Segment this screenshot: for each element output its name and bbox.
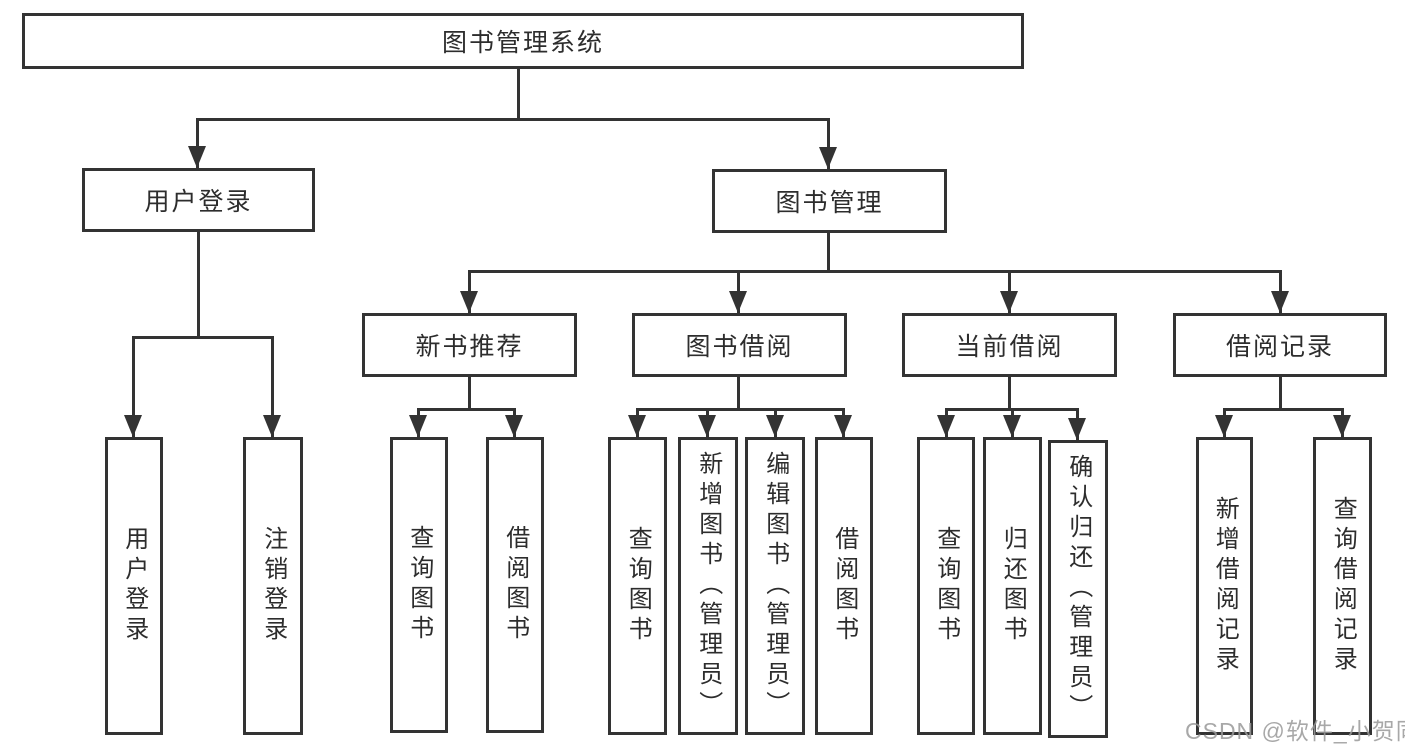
leaf-return-books-label: 归还图书 [999, 526, 1027, 646]
arrow-down-icon [1333, 415, 1351, 437]
leaf-user-login: 用户登录 [105, 437, 163, 735]
leaf-query-books-1: 查询图书 [390, 437, 448, 733]
leaf-borrow-books-2: 借阅图书 [815, 437, 873, 735]
leaf-add-books-admin: 新增图书（管理员） [678, 437, 738, 735]
arrow-down-icon [1271, 291, 1289, 313]
connector-group4-stem [1279, 377, 1282, 411]
arrow-down-icon [766, 415, 784, 437]
arrow-down-icon [1068, 418, 1086, 440]
node-book-borrowing-label: 图书借阅 [685, 333, 794, 361]
arrow-down-icon [409, 415, 427, 437]
connector-group1-stem [468, 377, 471, 411]
connector-rail-group1 [417, 408, 516, 411]
connector-group2-stem [737, 377, 740, 411]
leaf-confirm-return-admin: 确认归还（管理员） [1048, 440, 1108, 738]
leaf-query-books-2-label: 查询图书 [624, 526, 652, 646]
leaf-logout: 注销登录 [243, 437, 303, 735]
arrow-down-icon [263, 415, 281, 437]
connector-user-login-stem [197, 232, 200, 339]
node-current-borrowing-label: 当前借阅 [955, 333, 1064, 361]
leaf-add-books-admin-label: 新增图书（管理员） [694, 451, 722, 721]
node-user-login-label: 用户登录 [144, 188, 253, 216]
arrow-down-icon [729, 291, 747, 313]
leaf-logout-label: 注销登录 [259, 526, 287, 646]
csdn-watermark: CSDN @软件_小贺同学 [1185, 718, 1405, 744]
leaf-query-borrow-record: 查询借阅记录 [1313, 437, 1372, 735]
node-root-label: 图书管理系统 [441, 29, 604, 57]
leaf-confirm-return-admin-label: 确认归还（管理员） [1064, 454, 1092, 724]
node-borrowing-records-label: 借阅记录 [1225, 333, 1334, 361]
arrow-down-icon [505, 415, 523, 437]
arrow-down-icon [834, 415, 852, 437]
connector-drop-leaf [271, 336, 274, 437]
arrow-down-icon [1003, 415, 1021, 437]
node-new-book-recommend: 新书推荐 [362, 313, 577, 377]
connector-book-management-stem [827, 233, 830, 273]
leaf-borrow-books-1: 借阅图书 [486, 437, 544, 733]
arrow-down-icon [819, 147, 837, 169]
connector-root-stem [517, 68, 520, 120]
node-root-system: 图书管理系统 [22, 13, 1024, 69]
node-book-management-label: 图书管理 [775, 189, 884, 217]
arrow-down-icon [628, 415, 646, 437]
connector-rail-group2 [636, 408, 844, 411]
node-book-management: 图书管理 [712, 169, 947, 233]
node-book-borrowing: 图书借阅 [632, 313, 847, 377]
leaf-query-books-1-label: 查询图书 [405, 525, 433, 645]
leaf-edit-books-admin-label: 编辑图书（管理员） [761, 451, 789, 721]
leaf-borrow-books-2-label: 借阅图书 [830, 526, 858, 646]
connector-rail-level3 [468, 270, 1281, 273]
leaf-borrow-books-1-label: 借阅图书 [501, 525, 529, 645]
node-new-book-recommend-label: 新书推荐 [415, 333, 524, 361]
connector-rail-user-login [132, 336, 274, 339]
leaf-user-login-label: 用户登录 [120, 526, 148, 646]
leaf-query-books-2: 查询图书 [608, 437, 667, 735]
connector-drop-user-login [196, 118, 199, 168]
leaf-add-borrow-record-label: 新增借阅记录 [1211, 496, 1239, 676]
arrow-down-icon [698, 415, 716, 437]
leaf-edit-books-admin: 编辑图书（管理员） [745, 437, 805, 735]
node-borrowing-records: 借阅记录 [1173, 313, 1387, 377]
connector-rail-group4 [1223, 408, 1343, 411]
arrow-down-icon [937, 415, 955, 437]
arrow-down-icon [188, 146, 206, 168]
connector-group3-stem [1008, 377, 1011, 411]
connector-rail-level2 [196, 118, 830, 121]
arrow-down-icon [1215, 415, 1233, 437]
connector-drop-book-management [827, 118, 830, 169]
leaf-add-borrow-record: 新增借阅记录 [1196, 437, 1253, 735]
arrow-down-icon [460, 291, 478, 313]
leaf-query-borrow-record-label: 查询借阅记录 [1329, 496, 1357, 676]
leaf-return-books: 归还图书 [983, 437, 1042, 735]
node-current-borrowing: 当前借阅 [902, 313, 1117, 377]
arrow-down-icon [1000, 291, 1018, 313]
arrow-down-icon [124, 415, 142, 437]
node-user-login: 用户登录 [82, 168, 315, 232]
connector-drop-leaf [132, 336, 135, 437]
leaf-query-books-3: 查询图书 [917, 437, 975, 735]
leaf-query-books-3-label: 查询图书 [932, 526, 960, 646]
